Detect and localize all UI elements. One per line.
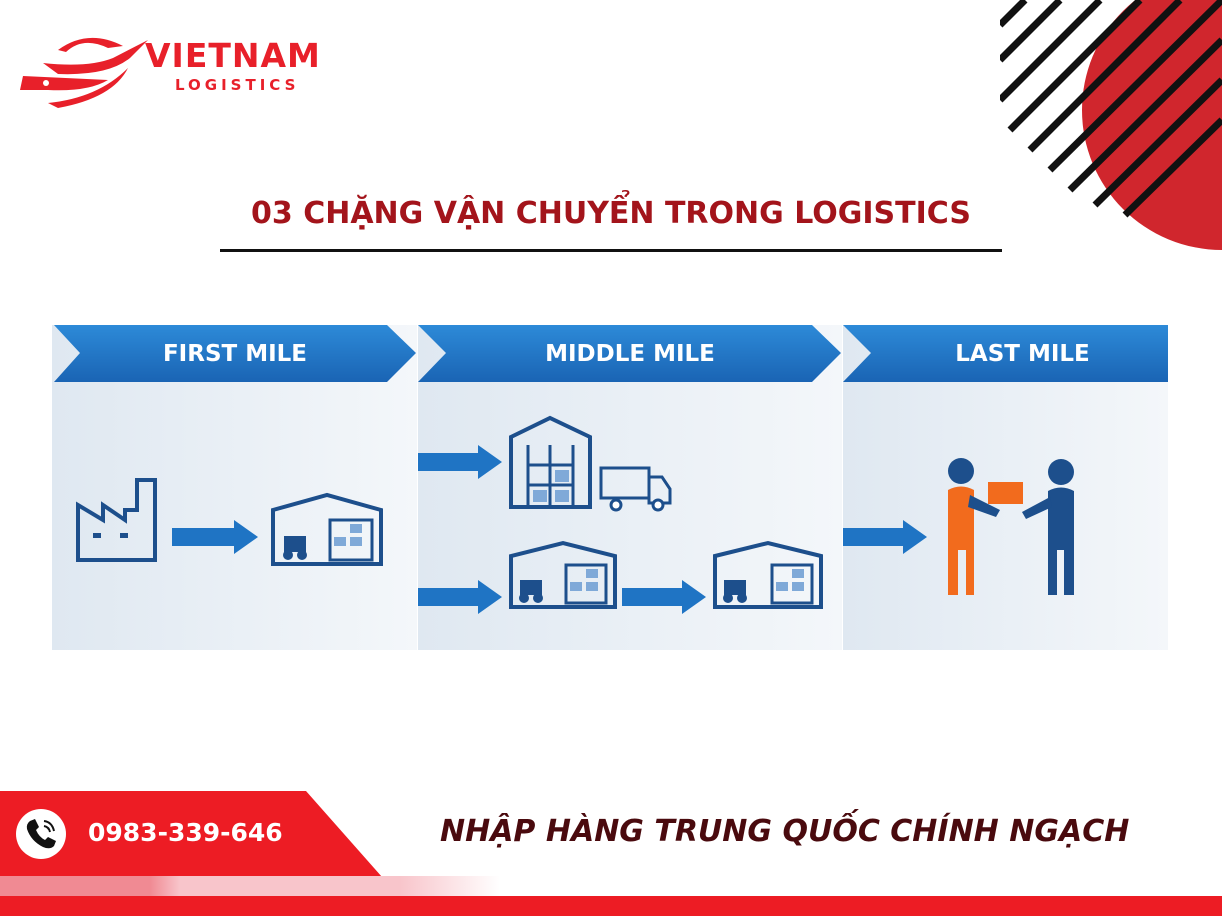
arrow-icon <box>418 445 502 479</box>
package-handover-icon <box>948 458 1074 595</box>
arrow-icon <box>172 520 258 554</box>
arrow-icon <box>843 520 927 554</box>
warehouse-icon <box>713 540 823 609</box>
factory-icon <box>76 478 157 562</box>
logo-emblem-icon <box>20 37 148 108</box>
phone-number[interactable]: 0983-339-646 <box>88 818 283 847</box>
warehouse-icon <box>271 492 383 566</box>
page-title: 03 CHẶNG VẬN CHUYỂN TRONG LOGISTICS <box>251 196 971 231</box>
warehouse-icon <box>509 540 617 609</box>
footer-stripe <box>0 876 1222 896</box>
arrow-icon <box>418 580 502 614</box>
footer-bar <box>0 896 1222 916</box>
truck-icon <box>599 466 672 512</box>
stage-label-first-mile: FIRST MILE <box>162 340 308 367</box>
logo-name: VIETNAM <box>145 36 321 75</box>
stage-label-last-mile: LAST MILE <box>955 340 1090 367</box>
corner-decoration <box>1000 0 1222 250</box>
stage-label-middle-mile: MIDDLE MILE <box>545 340 715 367</box>
arrow-icon <box>622 580 706 614</box>
phone-icon <box>16 809 66 859</box>
stage-banners <box>54 325 1168 382</box>
slogan: NHẬP HÀNG TRUNG QUỐC CHÍNH NGẠCH <box>440 814 1130 849</box>
warehouse-rack-icon <box>509 415 592 509</box>
logo-subtitle: LOGISTICS <box>175 76 300 94</box>
title-divider <box>220 249 1002 252</box>
